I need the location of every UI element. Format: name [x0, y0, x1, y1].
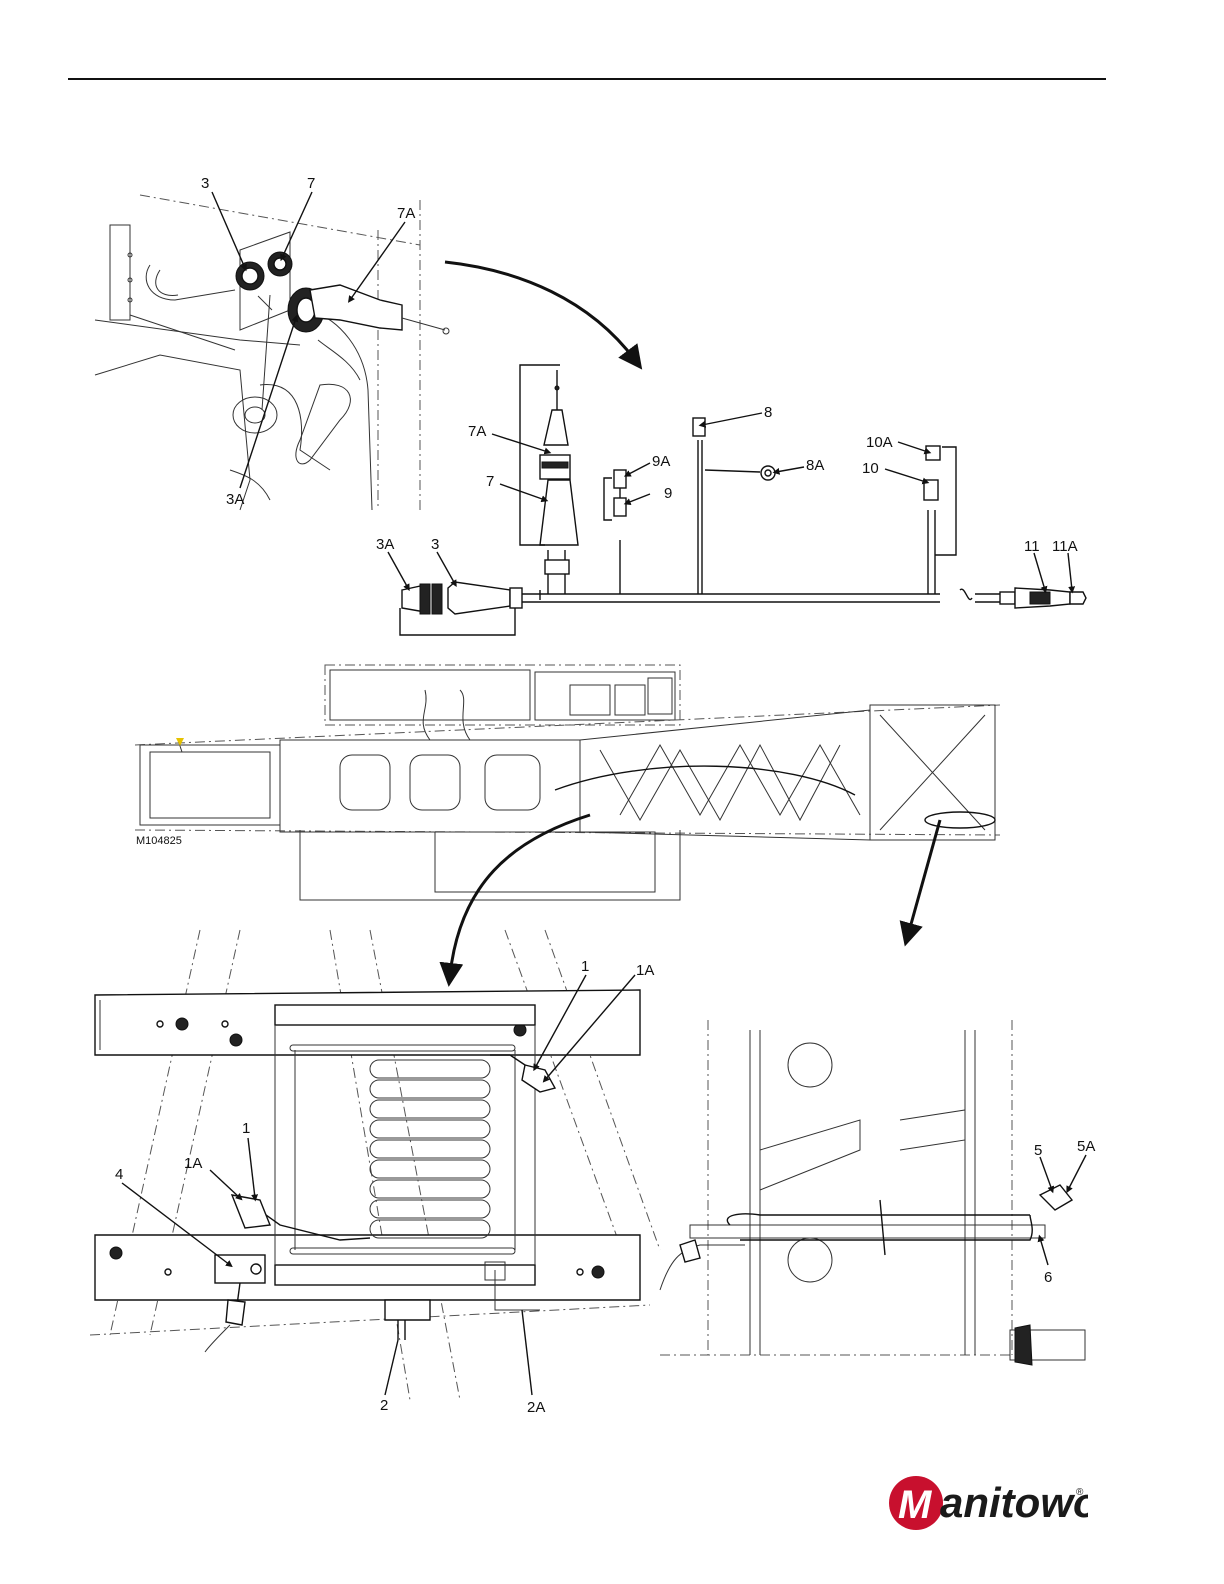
callout-7A-top: 7A	[397, 205, 415, 222]
callout-7-mid: 7	[486, 473, 494, 490]
callout-labels: 3 7 7A 3A 7A 7 8 8A 9A 9 10A 10 3A 3 11 …	[115, 175, 1095, 1416]
crane-overview	[135, 665, 1000, 900]
callout-11: 11	[1024, 538, 1040, 555]
reel-detail	[90, 930, 660, 1400]
callout-1A-lower: 1A	[184, 1155, 202, 1172]
callout-5: 5	[1034, 1142, 1042, 1159]
callout-9: 9	[664, 485, 672, 502]
callout-10A: 10A	[866, 434, 893, 451]
callout-2: 2	[380, 1397, 388, 1414]
manitowoc-logo: M anitowoc ®	[888, 1473, 1088, 1533]
callout-7-top: 7	[307, 175, 315, 192]
callout-3-top: 3	[201, 175, 209, 192]
callout-6: 6	[1044, 1269, 1052, 1286]
connector-panel-detail	[95, 195, 449, 510]
flow-arrow-left	[450, 815, 590, 975]
figure-code: M104825	[136, 835, 182, 847]
callout-7A-mid: 7A	[468, 423, 486, 440]
callout-9A: 9A	[652, 453, 670, 470]
callout-1A-upper: 1A	[636, 962, 654, 979]
callout-1-lower: 1	[242, 1120, 250, 1137]
callout-2A: 2A	[527, 1399, 545, 1416]
callout-3A-mid: 3A	[376, 536, 394, 553]
callout-5A: 5A	[1077, 1138, 1095, 1155]
logo-wordmark: anitowoc	[940, 1479, 1088, 1526]
callout-8: 8	[764, 404, 772, 421]
boom-tip-detail	[660, 1020, 1085, 1365]
callout-3-mid: 3	[431, 536, 439, 553]
callout-4: 4	[115, 1166, 123, 1183]
callout-1-upper: 1	[581, 958, 589, 975]
callout-8A: 8A	[806, 457, 824, 474]
logo-initial: M	[898, 1483, 933, 1527]
harness-schematic	[400, 365, 1086, 635]
callout-11A: 11A	[1052, 538, 1078, 555]
flow-arrow-right	[908, 820, 940, 935]
callout-10: 10	[862, 460, 879, 477]
flow-arrow	[445, 262, 635, 360]
callout-3A-top: 3A	[226, 491, 244, 508]
logo-registered: ®	[1076, 1487, 1084, 1498]
